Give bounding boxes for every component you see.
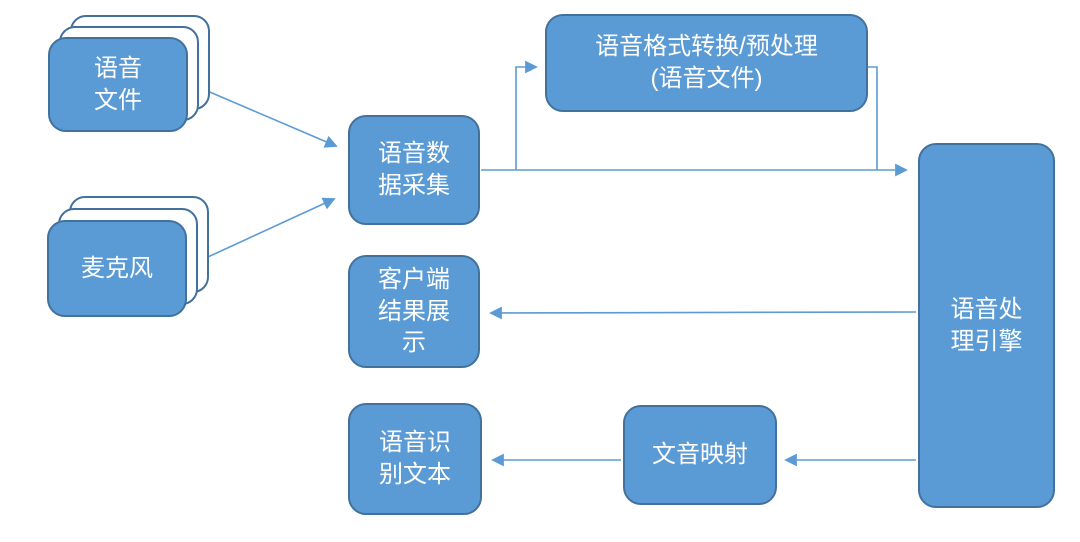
- node-text-sound-mapping: 文音映射: [623, 405, 777, 505]
- node-voice-files: 语音 文件: [48, 37, 188, 132]
- connector-engine-to-client-display: [489, 306, 917, 320]
- connector-voice-files-to-data-collection: [190, 83, 338, 148]
- node-format-conversion: 语音格式转换/预处理 (语音文件): [545, 14, 868, 112]
- connector-format-conversion-to-engine: [868, 66, 878, 170]
- connector-data-collection-to-format-conversion: [515, 60, 538, 170]
- node-engine: 语音处 理引擎: [918, 143, 1055, 508]
- node-microphone: 麦克风: [47, 220, 187, 317]
- node-recognition-text: 语音识 别文本: [348, 403, 482, 515]
- node-data-collection: 语音数 据采集: [348, 115, 480, 225]
- connector-microphone-to-data-collection: [196, 197, 336, 263]
- node-client-display: 客户端 结果展 示: [348, 255, 480, 368]
